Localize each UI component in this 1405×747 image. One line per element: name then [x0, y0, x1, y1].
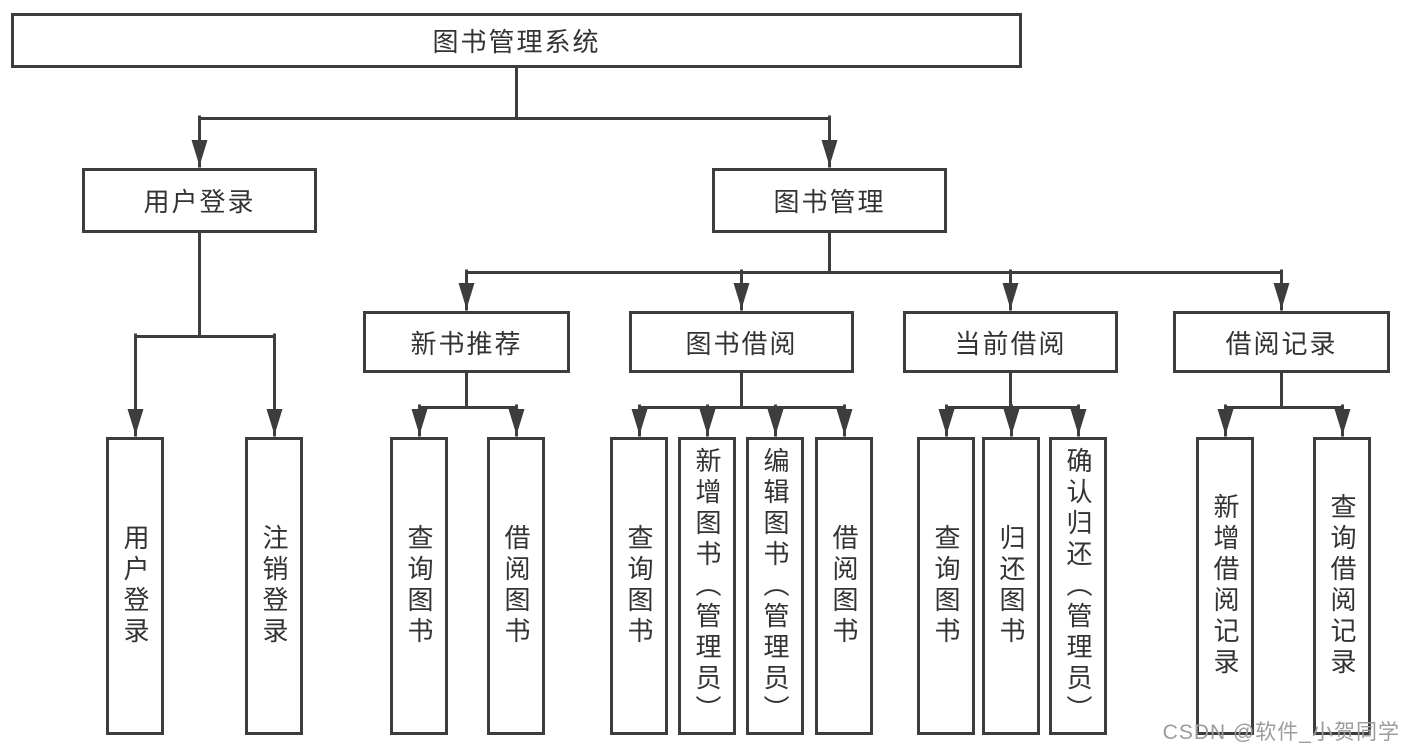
node-label: 新增借阅记录 — [1210, 493, 1240, 679]
node-label: 用户登录 — [143, 187, 256, 217]
node-label: 查询图书 — [624, 524, 654, 648]
csdn-watermark: CSDN @软件_小贺同学 — [1162, 721, 1400, 744]
node-label: 查询图书 — [931, 524, 961, 648]
node-borrowing-records: 借阅记录 — [1173, 311, 1390, 373]
leaf-borrow-books: 借阅图书 — [815, 437, 873, 735]
node-label: 确认归还（管理员） — [1063, 446, 1093, 726]
leaf-query-books-borrow: 查询图书 — [610, 437, 668, 735]
node-current-borrowing: 当前借阅 — [903, 311, 1118, 373]
node-label: 查询借阅记录 — [1327, 493, 1357, 679]
node-label: 当前借阅 — [954, 328, 1067, 359]
leaf-logout: 注销登录 — [245, 437, 303, 735]
node-user-login: 用户登录 — [82, 168, 317, 233]
leaf-query-borrow-record: 查询借阅记录 — [1313, 437, 1371, 735]
leaf-return-books: 归还图书 — [982, 437, 1040, 735]
leaf-add-borrow-record: 新增借阅记录 — [1196, 437, 1254, 735]
leaf-borrow-books-recommend: 借阅图书 — [487, 437, 545, 735]
node-label: 用户登录 — [120, 524, 150, 648]
node-label: 借阅图书 — [829, 524, 859, 648]
node-book-management: 图书管理 — [712, 168, 947, 233]
leaf-query-books-recommend: 查询图书 — [390, 437, 448, 735]
node-label: 图书管理系统 — [432, 27, 601, 57]
node-new-book-recommendation: 新书推荐 — [363, 311, 570, 373]
node-label: 图书管理 — [773, 187, 886, 217]
leaf-edit-book-admin: 编辑图书（管理员） — [746, 437, 804, 735]
node-label: 新增图书（管理员） — [692, 446, 722, 726]
node-library-system: 图书管理系统 — [11, 13, 1022, 68]
node-label: 查询图书 — [404, 524, 434, 648]
node-label: 借阅图书 — [501, 524, 531, 648]
node-label: 图书借阅 — [685, 328, 798, 359]
leaf-query-books-current: 查询图书 — [917, 437, 975, 735]
node-label: 编辑图书（管理员） — [760, 446, 790, 726]
node-label: 归还图书 — [996, 524, 1026, 648]
leaf-confirm-return-admin: 确认归还（管理员） — [1049, 437, 1107, 735]
node-label: 新书推荐 — [410, 328, 523, 359]
leaf-add-book-admin: 新增图书（管理员） — [678, 437, 736, 735]
node-book-borrowing: 图书借阅 — [629, 311, 854, 373]
node-label: 借阅记录 — [1225, 328, 1338, 359]
node-label: 注销登录 — [259, 524, 289, 648]
leaf-user-login: 用户登录 — [106, 437, 164, 735]
